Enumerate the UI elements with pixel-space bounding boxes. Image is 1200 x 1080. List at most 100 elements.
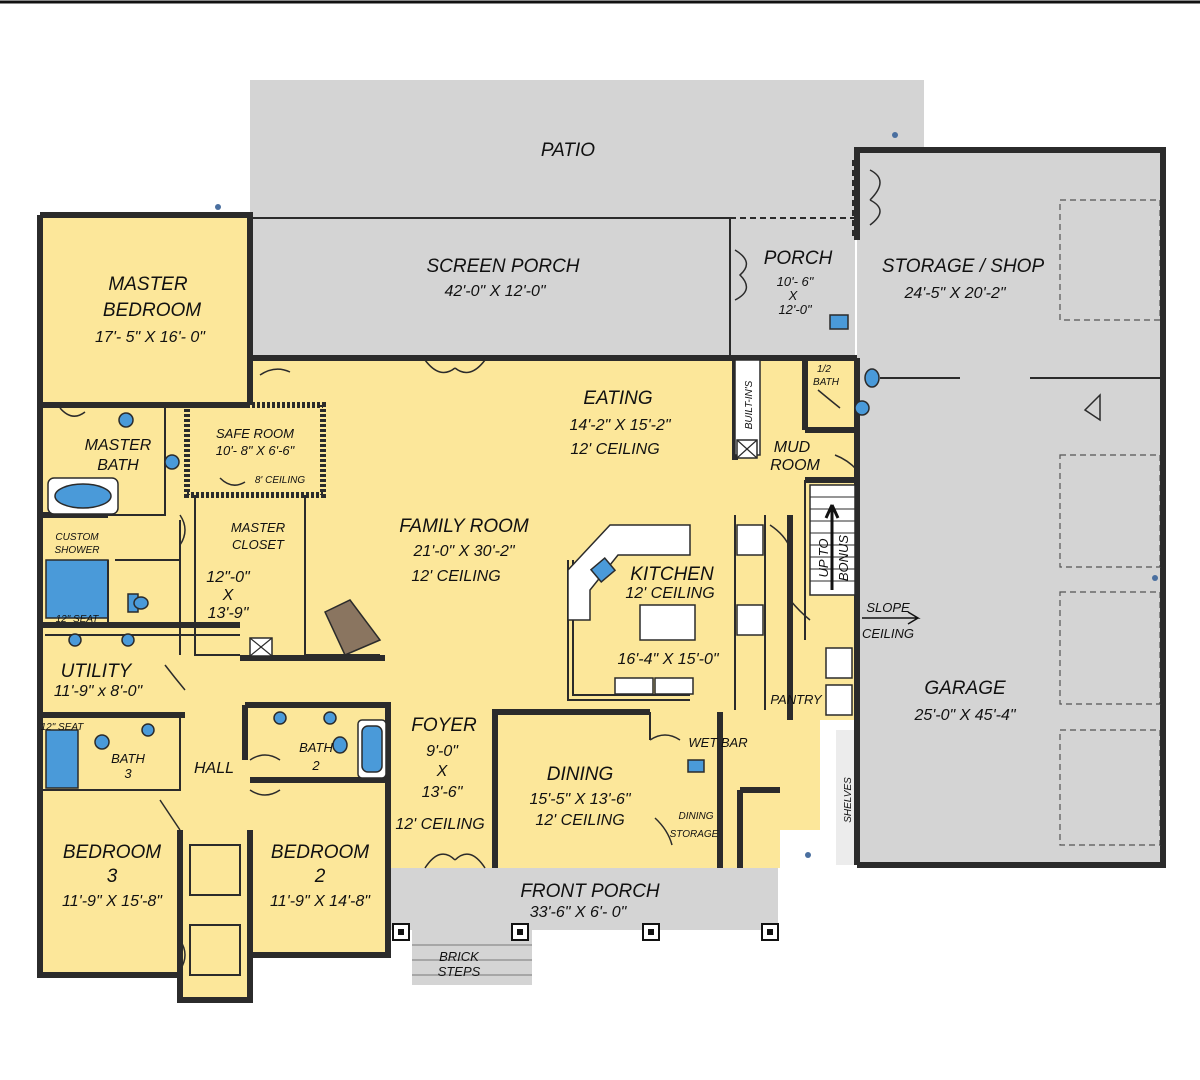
shower-tile (45, 559, 109, 619)
slope-ceiling-b: CEILING (862, 626, 914, 641)
hall-label: HALL (194, 760, 234, 777)
builtins-cabinet (734, 359, 761, 456)
sink-icon (829, 314, 849, 330)
builtins-label: BUILT-IN'S (744, 380, 755, 429)
garage-doors (1059, 199, 1165, 846)
dining-dims: 15'-5" X 13'-6" (529, 791, 631, 808)
storage-garage-area (857, 150, 1163, 865)
up-to-bonus-b: BONUS (836, 535, 851, 582)
utility-label: UTILITY (61, 661, 133, 682)
room-labels: PATIO SCREEN PORCH 42'-0" X 12'-0" PORCH… (41, 140, 1045, 979)
bedroom2-num: 2 (314, 866, 326, 887)
utility-dims: 11'-9" x 8'-0" (54, 683, 144, 700)
toilet-bowl-icon (133, 596, 149, 610)
master-closet-label-b: CLOSET (232, 537, 285, 552)
bath2-label: BATH (299, 740, 333, 755)
front-porch-label: FRONT PORCH (520, 881, 660, 902)
master-closet-dims-x: X (222, 587, 235, 604)
dining-label: DINING (547, 764, 614, 785)
porch-dims-a: 10'- 6" (777, 274, 815, 289)
up-to-bonus-a: UP TO (816, 538, 831, 577)
bath3-num: 3 (124, 766, 132, 781)
eating-ceiling: 12' CEILING (570, 441, 659, 458)
exterior-fixtures (215, 132, 1158, 858)
sink-icon (121, 633, 135, 647)
patio-label: PATIO (541, 140, 595, 161)
toilet-icon (864, 368, 880, 388)
pantry-shelf (825, 647, 853, 679)
dishwasher-icon (654, 677, 694, 695)
screen-porch-label: SCREEN PORCH (426, 256, 579, 277)
kitchen-island (639, 604, 696, 641)
slope-ceiling-a: SLOPE (866, 600, 910, 615)
toilet-icon (94, 734, 110, 750)
safe-room-ceiling: 8' CEILING (255, 475, 305, 486)
patio-area (250, 80, 924, 220)
brick-steps-b: STEPS (438, 964, 481, 979)
safe-room-dims: 10'- 8" X 6'-6" (216, 443, 296, 458)
sink-icon (323, 711, 337, 725)
master-bath-label-a: MASTER (85, 437, 152, 454)
wet-bar-sink-icon (687, 759, 705, 773)
door-swings (59, 169, 1101, 971)
outdoor-areas (250, 80, 1163, 985)
foyer-dims-b: 13'-6" (422, 784, 464, 801)
shelves-label: SHELVES (843, 777, 854, 823)
kitchen-dims: 16'-4" X 15'-0" (617, 651, 719, 668)
garage-dims: 25'-0" X 45'-4" (913, 707, 1016, 724)
brick-steps-a: BRICK (439, 949, 480, 964)
tub-basin-icon (361, 725, 383, 773)
storage-dims: 24'-5" X 20'-2" (903, 285, 1006, 302)
safe-room-label: SAFE ROOM (216, 426, 294, 441)
dining-ceiling: 12' CEILING (535, 812, 624, 829)
fridge-icon (736, 524, 764, 556)
slope-arrow-icon (862, 611, 921, 625)
dining-storage-label-a: DINING (679, 811, 714, 822)
range-icon (736, 604, 764, 636)
up-arrow-icon (824, 504, 840, 590)
sink-icon (68, 633, 82, 647)
custom-shower-label-a: CUSTOM (55, 532, 99, 543)
master-bedroom-label-a: MASTER (108, 274, 187, 295)
mud-room-label-a: MUD (774, 439, 811, 456)
half-bath-label-a: 1/2 (817, 364, 831, 375)
family-room-label: FAMILY ROOM (399, 516, 529, 537)
master-closet-dims-b: 13'-9" (208, 605, 250, 622)
pantry-shelf (825, 684, 853, 716)
sink-icon (273, 711, 287, 725)
bedroom3-num: 3 (107, 866, 118, 887)
bedroom3-dims: 11'-9" X 15'-8" (62, 893, 163, 910)
wet-bar-label: WET BAR (688, 735, 747, 750)
bath2-num: 2 (311, 758, 320, 773)
pantry-label: PANTRY (770, 692, 823, 707)
fixtures (47, 314, 921, 976)
master-closet-dims-a: 12"-0" (206, 569, 251, 586)
foyer-dims-a: 9'-0" (426, 743, 459, 760)
garage-label: GARAGE (924, 678, 1006, 699)
sink-icon (118, 412, 134, 428)
porch-dims-x: X (788, 288, 799, 303)
storage-label: STORAGE / SHOP (882, 256, 1045, 277)
foyer-label: FOYER (411, 715, 477, 736)
front-porch-area (388, 868, 778, 930)
kitchen-bar (567, 524, 691, 621)
screen-porch-area (252, 218, 730, 358)
master-closet-label-a: MASTER (231, 520, 285, 535)
bath3-shower-tile (45, 729, 79, 789)
master-bedroom-dims: 17'- 5" X 16'- 0" (95, 329, 206, 346)
family-room-dims: 21'-0" X 30'-2" (412, 543, 515, 560)
half-bath-label-b: BATH (813, 377, 840, 388)
family-room-ceiling: 12' CEILING (411, 568, 500, 585)
main-living-area (40, 215, 857, 1000)
sink-icon (164, 454, 180, 470)
sink-icon (141, 723, 155, 737)
shelves-strip (836, 730, 858, 865)
master-bedroom-label-b: BEDROOM (103, 300, 201, 321)
mud-room-label-b: ROOM (770, 457, 820, 474)
sink-icon (854, 400, 870, 416)
kitchen-sink-icon (589, 557, 617, 583)
custom-shower-label-b: SHOWER (55, 545, 100, 556)
master-bath-label-b: BATH (97, 457, 139, 474)
screen-porch-dims: 42'-0" X 12'-0" (444, 283, 546, 300)
